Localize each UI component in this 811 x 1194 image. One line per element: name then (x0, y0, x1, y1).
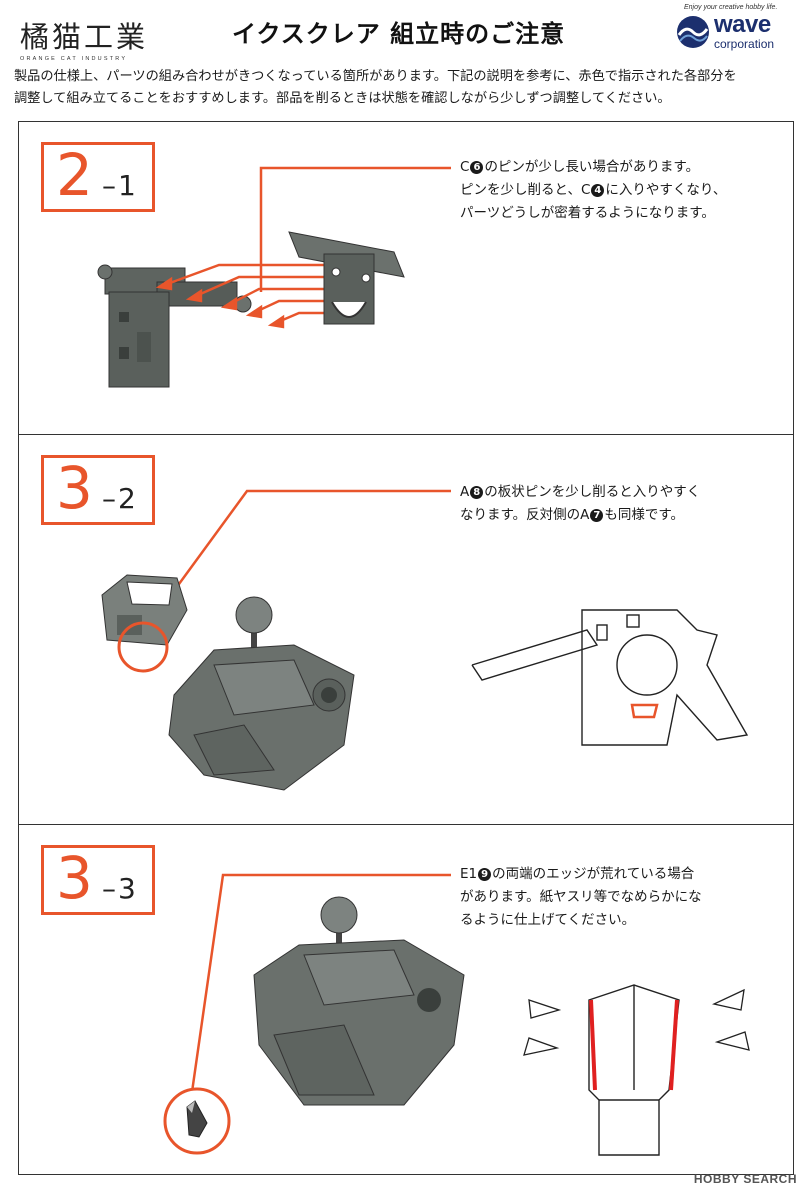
intro-line-1: 製品の仕様上、パーツの組み合わせがきつくなっている箇所があります。下記の説明を参… (14, 69, 737, 84)
step-number: 2 (56, 141, 93, 209)
part-illustration-c4 (288, 231, 405, 325)
brand-logo-subtitle: ORANGE CAT INDUSTRY (20, 56, 128, 62)
insertion-arrows (155, 263, 334, 329)
brand-logo-wave: Enjoy your creative hobby life. wave cor… (676, 4, 798, 50)
brand-name: wave (714, 11, 771, 38)
brand-tagline: Enjoy your creative hobby life. (684, 4, 778, 11)
note-line-2: があります。紙ヤスリ等でなめらかにな (460, 889, 702, 905)
step-subnumber: –2 (102, 482, 138, 515)
brand-logo-kanji: 橘猫工業 (20, 20, 149, 54)
brand-corp: corporation (714, 37, 775, 51)
part-lineart-e19 (523, 984, 750, 1156)
step-label-2-1: 2 –1 (41, 141, 155, 212)
step-label-3-3: 3 –3 (41, 844, 155, 915)
leader-line (187, 873, 451, 1114)
intro-line-2: 調整して組み立てることをおすすめします。部品を削るときは状態を確認しながら少しず… (14, 91, 671, 106)
part-illustration-a8 (101, 574, 188, 646)
footer-watermark: HOBBY SEARCH (693, 1172, 797, 1186)
part-number-badge: 8 (470, 486, 484, 499)
part-number-badge: 9 (478, 868, 492, 881)
leader-line (259, 166, 451, 292)
part-illustration-c6 (97, 264, 252, 388)
part-illustration-torso (168, 596, 355, 791)
part-number-badge: 6 (470, 161, 484, 174)
brand-logo-orange-cat: 橘猫工業 ORANGE CAT INDUSTRY (20, 14, 160, 62)
intro-text: 製品の仕様上、パーツの組み合わせがきつくなっている箇所があります。下記の説明を参… (14, 66, 799, 110)
step-subnumber: –3 (102, 872, 138, 905)
part-number-badge: 7 (590, 509, 604, 522)
leader-line (147, 489, 451, 626)
step-number: 3 (56, 454, 93, 522)
page-title: イクスクレア 組立時のご注意 (232, 20, 566, 48)
part-number-badge: 4 (591, 184, 605, 197)
step-subnumber: –1 (102, 169, 138, 202)
magnify-circle-icon (117, 621, 169, 673)
part-lineart-a8 (471, 609, 749, 746)
note-line-3: るように仕上げてください。 (460, 912, 636, 928)
wave-logo-icon (677, 15, 709, 48)
part-illustration-e19 (253, 896, 465, 1106)
step-label-3-2: 3 –2 (41, 454, 155, 525)
sandpaper-tool-icon (163, 1087, 231, 1155)
step-number: 3 (56, 844, 93, 912)
note-line-3: パーツどうしが密着するようになります。 (460, 205, 715, 221)
